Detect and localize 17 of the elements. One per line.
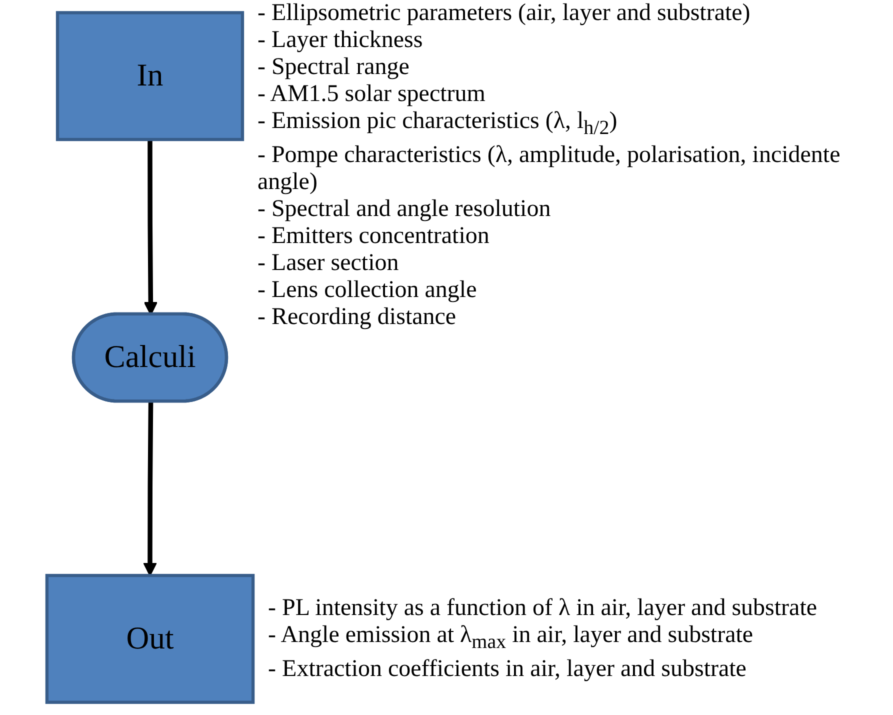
list-item: - Extraction coefficients in air, layer and substrate [268, 656, 748, 683]
list-item: - Spectral and angle resolution [257, 196, 552, 223]
list-item: - AM1.5 solar spectrum [257, 81, 486, 108]
list-item: - Recording distance [257, 304, 458, 331]
list-item: - Pompe characteristics (λ, amplitude, polarisation, incidente angle) [257, 142, 842, 196]
list-item: - Laser section [257, 250, 400, 277]
node-label: In [136, 58, 164, 96]
list-item: - Angle emission at λ$_{max}$ in air, layer and substrate [268, 622, 754, 655]
list-item: - Spectral range [257, 54, 410, 81]
list-item: - Lens collection angle [257, 276, 478, 304]
list-item: - PL intensity as a function of λ in air, layer and substrate [268, 594, 818, 622]
list-item: - Emitters concentration [257, 222, 490, 250]
list-item: - Emission pic characteristics (λ, l$_{h/2}$) [257, 108, 618, 141]
node-label: Out [126, 620, 174, 658]
list-item: - Ellipsometric parameters (air, layer and substrate) [257, 0, 752, 27]
node-label: Calculi [104, 339, 196, 377]
list-item: - Layer thickness [257, 27, 424, 54]
